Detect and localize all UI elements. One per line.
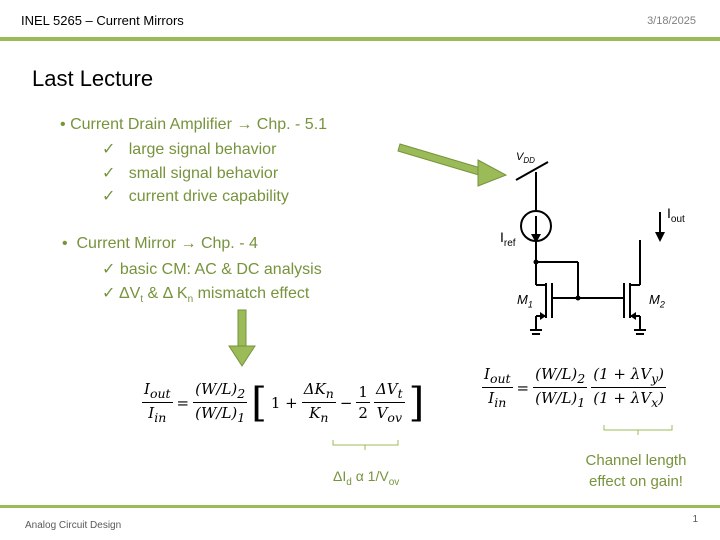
- bullet-current-mirror: • Current Mirror → Chp. - 4: [62, 235, 258, 253]
- iout-arrow-icon: [655, 232, 665, 242]
- page-number: 1: [692, 514, 698, 525]
- aspect-ratio-fraction: (W/L)2 (W/L)1: [193, 380, 248, 425]
- footer-divider: [0, 505, 720, 508]
- iout-label: Iout: [667, 205, 685, 225]
- sub-bullet-text: small signal behavior: [128, 165, 279, 182]
- aspect-ratio-fraction: (W/L)2 (W/L)1: [533, 365, 588, 410]
- m2-label: M2: [649, 292, 665, 310]
- check-icon: ✓: [102, 165, 116, 182]
- bullet-dot: •: [62, 235, 68, 252]
- m2-source-arrow-icon: [630, 312, 636, 320]
- bullet-text: Current Drain Amplifier → Chp. - 5.1: [70, 116, 328, 133]
- lhs-fraction: Iout Iin: [142, 380, 173, 425]
- half-fraction: 1 2: [356, 383, 370, 422]
- header-divider: [0, 37, 720, 41]
- header-title: INEL 5265 – Current Mirrors: [21, 13, 184, 28]
- sub-bullet-text: basic CM: AC & DC analysis: [119, 261, 322, 278]
- sub-bullet-text: large signal behavior: [128, 141, 277, 158]
- m1-source-arrow-icon: [540, 312, 546, 320]
- lhs-fraction: Iout Iin: [482, 365, 513, 410]
- sub-bullet: ✓ small signal behavior: [102, 163, 278, 183]
- channel-length-annotation: Channel length effect on gain!: [585, 452, 687, 490]
- lambda-fraction: (1 + λVy) (1 + λVx): [591, 365, 666, 410]
- vov-annotation: ΔId α 1/Vov: [333, 468, 400, 488]
- header-date: 3/18/2025: [647, 15, 696, 27]
- footer-course: Analog Circuit Design: [25, 520, 122, 531]
- dk-fraction: ΔKn Kn: [301, 380, 336, 425]
- node-dot: [575, 295, 581, 301]
- sub-bullet-text: current drive capability: [128, 188, 289, 205]
- vdd-label: VDD: [516, 151, 535, 166]
- iref-label: Iref: [500, 229, 516, 249]
- slide-heading: Last Lecture: [32, 66, 154, 91]
- sub-bullet: ✓ ΔVt & Δ Kn mismatch effect: [102, 283, 309, 305]
- check-icon: ✓: [102, 261, 116, 278]
- sub-bullet: ✓ large signal behavior: [102, 139, 276, 159]
- mismatch-text: ΔVt & Δ Kn mismatch effect: [118, 285, 310, 306]
- bullet-text: Current Mirror → Chp. - 4: [76, 235, 258, 252]
- node-dot: [533, 259, 539, 265]
- bullet-dot: •: [60, 116, 66, 133]
- check-icon: ✓: [102, 285, 116, 302]
- sub-bullet: ✓ current drive capability: [102, 186, 289, 206]
- bullet-current-drain: • Current Drain Amplifier → Chp. - 5.1: [60, 116, 327, 134]
- channel-length-equation: Iout Iin = (W/L)2 (W/L)1 (1 + λVy) (1 + …: [482, 365, 666, 410]
- mismatch-equation: Iout Iin = (W/L)2 (W/L)1 [ 1 + ΔKn Kn − …: [142, 379, 425, 426]
- m1-label: M1: [517, 292, 533, 310]
- dv-fraction: ΔVt Vov: [373, 380, 405, 425]
- iref-arrow-icon: [531, 234, 541, 243]
- check-icon: ✓: [102, 141, 116, 158]
- check-icon: ✓: [102, 188, 116, 205]
- sub-bullet: ✓ basic CM: AC & DC analysis: [102, 259, 322, 279]
